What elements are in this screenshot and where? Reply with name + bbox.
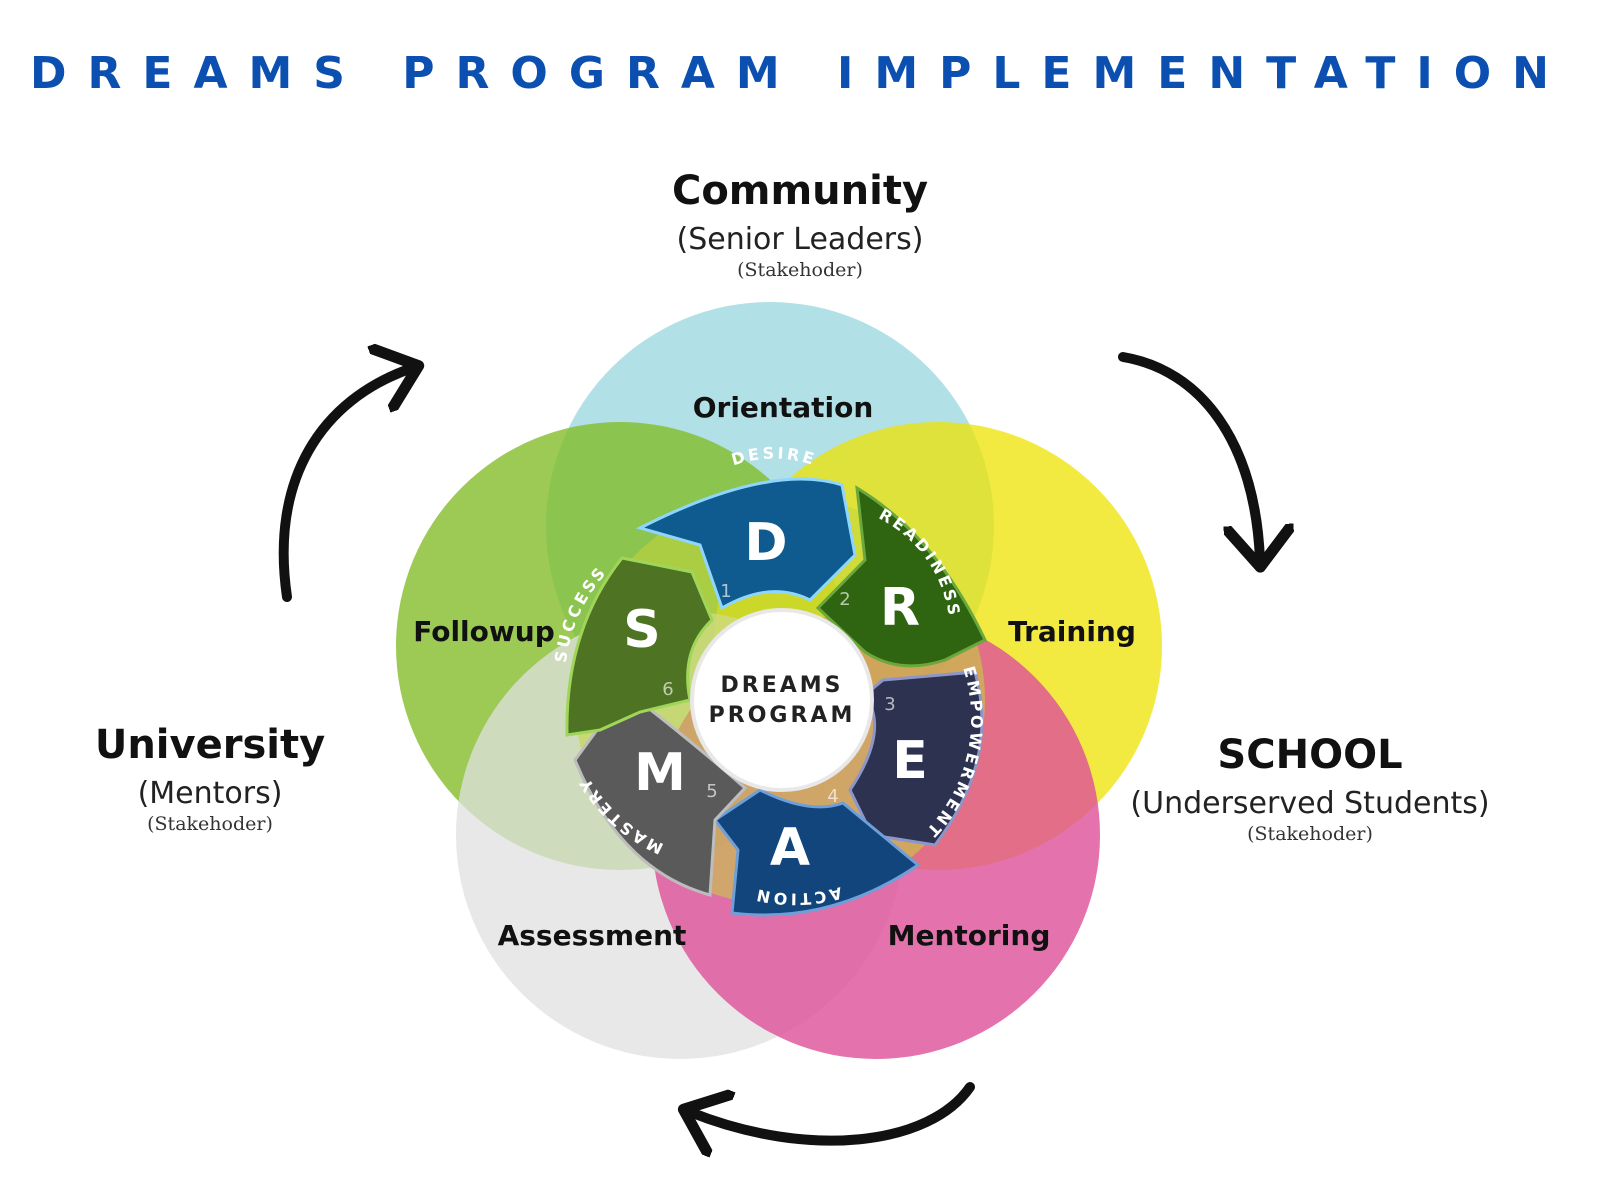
stakeholder-university-name: University [94, 722, 326, 768]
segment-success-number: 6 [662, 679, 673, 700]
stakeholder-school-name: SCHOOL [1217, 732, 1403, 778]
stakeholder-university: University (Mentors) (Stakehoder) [60, 722, 360, 835]
segment-readiness-number: 2 [839, 589, 850, 610]
segment-readiness-letter: R [880, 578, 920, 638]
main-title: DREAMS PROGRAM IMPLEMENTATION [29, 48, 1570, 99]
segment-empowerment-shape [848, 670, 984, 847]
segment-desire-number: 1 [720, 581, 731, 602]
segment-desire-letter: D [744, 513, 787, 573]
stakeholder-school-kind: (Stakehoder) [1247, 823, 1373, 845]
segment-success-shape [565, 556, 714, 737]
segment-action-letter: A [770, 818, 810, 878]
phase-label-assessment: Assessment [498, 919, 687, 952]
segment-action-number: 4 [827, 786, 838, 807]
segment-mastery-letter: M [634, 743, 686, 803]
segment-mastery-number: 5 [706, 781, 717, 802]
phase-label-followup: Followup [413, 615, 555, 648]
hub-line-1: DREAMS [721, 673, 844, 698]
segment-empowerment-number: 3 [884, 694, 895, 715]
stakeholder-school-role: (Underserved Students) [1130, 786, 1490, 821]
segment-empowerment-letter: E [892, 731, 928, 791]
cycle-arrow-right [1118, 352, 1260, 560]
stakeholder-university-role: (Mentors) [137, 776, 283, 811]
segment-action-shape [712, 788, 921, 917]
stakeholder-community-name: Community [671, 168, 929, 214]
stakeholder-university-kind: (Stakehoder) [147, 813, 273, 835]
segment-desire: DESIRE D 1 [635, 443, 857, 611]
segment-success: SUCCESS S 6 [551, 556, 714, 737]
segment-action: ACTION A 4 [712, 786, 921, 917]
segment-empowerment: EMPOWERMENT E 3 [848, 664, 984, 847]
cycle-arrow-left [278, 368, 412, 602]
stakeholder-community: Community (Senior Leaders) (Stakehoder) [600, 168, 1000, 281]
phase-label-mentoring: Mentoring [888, 919, 1051, 952]
stakeholder-school: SCHOOL (Underserved Students) (Stakehode… [1100, 732, 1520, 845]
stakeholder-community-kind: (Stakehoder) [737, 259, 863, 281]
phase-label-orientation: Orientation [693, 391, 874, 424]
phase-label-training: Training [1008, 615, 1136, 648]
segment-mastery-shape [573, 698, 748, 897]
hub-circle [690, 608, 874, 792]
cycle-arrow-bottom [690, 1082, 975, 1141]
segment-success-letter: S [623, 600, 660, 660]
hub-line-2: PROGRAM [709, 703, 856, 728]
segment-readiness-shape [815, 485, 987, 668]
stakeholder-community-role: (Senior Leaders) [676, 222, 924, 257]
segment-desire-shape [635, 477, 857, 611]
